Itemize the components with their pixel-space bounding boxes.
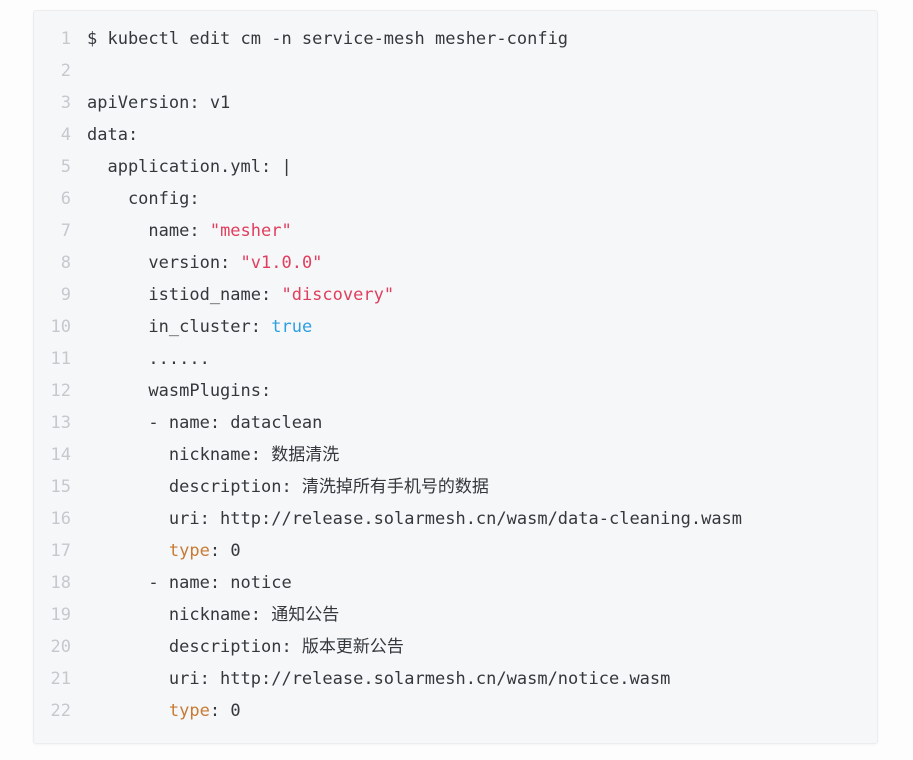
line-number: 16 bbox=[50, 509, 71, 529]
code-line: 13 - name: dataclean bbox=[34, 407, 877, 439]
code-line-content bbox=[71, 55, 87, 87]
token-plain: wasmPlugins: bbox=[87, 381, 272, 401]
code-line-content: data: bbox=[71, 119, 138, 151]
token-plain: ...... bbox=[87, 349, 210, 369]
line-number: 14 bbox=[50, 445, 71, 465]
line-number: 20 bbox=[50, 637, 71, 657]
token-string: "mesher" bbox=[209, 221, 292, 241]
line-number: 11 bbox=[50, 349, 71, 369]
token-plain: apiVersion: v1 bbox=[87, 93, 231, 113]
code-line: 9 istiod_name: "discovery" bbox=[34, 279, 877, 311]
line-number: 5 bbox=[60, 157, 71, 177]
code-line: 11 ...... bbox=[34, 343, 877, 375]
token-boolean: true bbox=[271, 317, 313, 337]
token-plain: description: 清洗掉所有手机号的数据 bbox=[87, 477, 489, 497]
code-line-content: description: 清洗掉所有手机号的数据 bbox=[71, 471, 489, 503]
code-line-content: - name: notice bbox=[71, 567, 292, 599]
line-number: 6 bbox=[60, 189, 71, 209]
line-number: 17 bbox=[50, 541, 71, 561]
code-line: 6 config: bbox=[34, 183, 877, 215]
line-number: 8 bbox=[60, 253, 71, 273]
token-plain: in_cluster: bbox=[87, 317, 272, 337]
code-line-content: apiVersion: v1 bbox=[71, 87, 230, 119]
line-number: 19 bbox=[50, 605, 71, 625]
token-plain: config: bbox=[87, 189, 200, 209]
code-line-content: istiod_name: "discovery" bbox=[71, 279, 394, 311]
code-line-content: - name: dataclean bbox=[71, 407, 322, 439]
code-line: 4 data: bbox=[34, 119, 877, 151]
token-plain: description: 版本更新公告 bbox=[87, 637, 404, 657]
token-plain: $ kubectl edit cm -n service-mesh mesher… bbox=[87, 29, 569, 49]
token-plain: data: bbox=[87, 125, 139, 145]
token-plain: version: bbox=[87, 253, 241, 273]
code-block: 1 $ kubectl edit cm -n service-mesh meshe… bbox=[33, 10, 878, 744]
line-number: 13 bbox=[50, 413, 71, 433]
line-number: 18 bbox=[50, 573, 71, 593]
token-plain: : 0 bbox=[209, 701, 241, 721]
code-line: 17 type: 0 bbox=[34, 535, 877, 567]
token-plain: uri: http://release.solarmesh.cn/wasm/no… bbox=[87, 669, 671, 689]
code-line: 19 nickname: 通知公告 bbox=[34, 599, 877, 631]
line-number: 7 bbox=[60, 221, 71, 241]
token-keyword: type bbox=[168, 701, 210, 721]
code-line-content: type: 0 bbox=[71, 695, 241, 727]
token-plain: application.yml: | bbox=[87, 157, 292, 177]
code-line: 20 description: 版本更新公告 bbox=[34, 631, 877, 663]
code-line-content: wasmPlugins: bbox=[71, 375, 271, 407]
token-string: "v1.0.0" bbox=[240, 253, 323, 273]
token-string: "discovery" bbox=[281, 285, 395, 305]
token-plain: nickname: 通知公告 bbox=[87, 605, 340, 625]
code-lines: 1 $ kubectl edit cm -n service-mesh meshe… bbox=[34, 23, 877, 727]
code-line-content: in_cluster: true bbox=[71, 311, 312, 343]
token-keyword: type bbox=[168, 541, 210, 561]
code-line: 5 application.yml: | bbox=[34, 151, 877, 183]
token-plain: name: bbox=[87, 221, 210, 241]
line-number: 21 bbox=[50, 669, 71, 689]
token-plain: - name: notice bbox=[87, 573, 292, 593]
code-line-content: version: "v1.0.0" bbox=[71, 247, 322, 279]
code-line-content: ...... bbox=[71, 343, 210, 375]
code-line-content: uri: http://release.solarmesh.cn/wasm/no… bbox=[71, 663, 671, 695]
code-line: 22 type: 0 bbox=[34, 695, 877, 727]
code-line-content: type: 0 bbox=[71, 535, 241, 567]
code-line-content: application.yml: | bbox=[71, 151, 292, 183]
line-number: 12 bbox=[50, 381, 71, 401]
token-plain bbox=[87, 541, 169, 561]
token-plain: nickname: 数据清洗 bbox=[87, 445, 340, 465]
line-number: 10 bbox=[50, 317, 71, 337]
line-number: 22 bbox=[50, 701, 71, 721]
line-number: 9 bbox=[60, 285, 71, 305]
code-line: 3 apiVersion: v1 bbox=[34, 87, 877, 119]
token-plain: - name: dataclean bbox=[87, 413, 323, 433]
code-line: 8 version: "v1.0.0" bbox=[34, 247, 877, 279]
code-line: 15 description: 清洗掉所有手机号的数据 bbox=[34, 471, 877, 503]
code-line: 10 in_cluster: true bbox=[34, 311, 877, 343]
code-line-content: nickname: 数据清洗 bbox=[71, 439, 339, 471]
code-line: 1 $ kubectl edit cm -n service-mesh meshe… bbox=[34, 23, 877, 55]
line-number: 4 bbox=[60, 125, 71, 145]
code-line-content: $ kubectl edit cm -n service-mesh mesher… bbox=[71, 23, 568, 55]
token-plain: istiod_name: bbox=[87, 285, 282, 305]
code-line: 12 wasmPlugins: bbox=[34, 375, 877, 407]
token-plain: uri: http://release.solarmesh.cn/wasm/da… bbox=[87, 509, 743, 529]
code-line-content: config: bbox=[71, 183, 200, 215]
token-plain bbox=[87, 701, 169, 721]
line-number: 2 bbox=[60, 61, 71, 81]
code-line-content: name: "mesher" bbox=[71, 215, 292, 247]
code-line: 2 bbox=[34, 55, 877, 87]
line-number: 3 bbox=[60, 93, 71, 113]
code-line-content: description: 版本更新公告 bbox=[71, 631, 404, 663]
code-line-content: uri: http://release.solarmesh.cn/wasm/da… bbox=[71, 503, 742, 535]
code-line: 7 name: "mesher" bbox=[34, 215, 877, 247]
code-line: 18 - name: notice bbox=[34, 567, 877, 599]
line-number: 15 bbox=[50, 477, 71, 497]
code-line: 16 uri: http://release.solarmesh.cn/wasm… bbox=[34, 503, 877, 535]
code-line: 21 uri: http://release.solarmesh.cn/wasm… bbox=[34, 663, 877, 695]
code-line: 14 nickname: 数据清洗 bbox=[34, 439, 877, 471]
code-line-content: nickname: 通知公告 bbox=[71, 599, 339, 631]
line-number: 1 bbox=[60, 29, 71, 49]
token-plain: : 0 bbox=[209, 541, 241, 561]
